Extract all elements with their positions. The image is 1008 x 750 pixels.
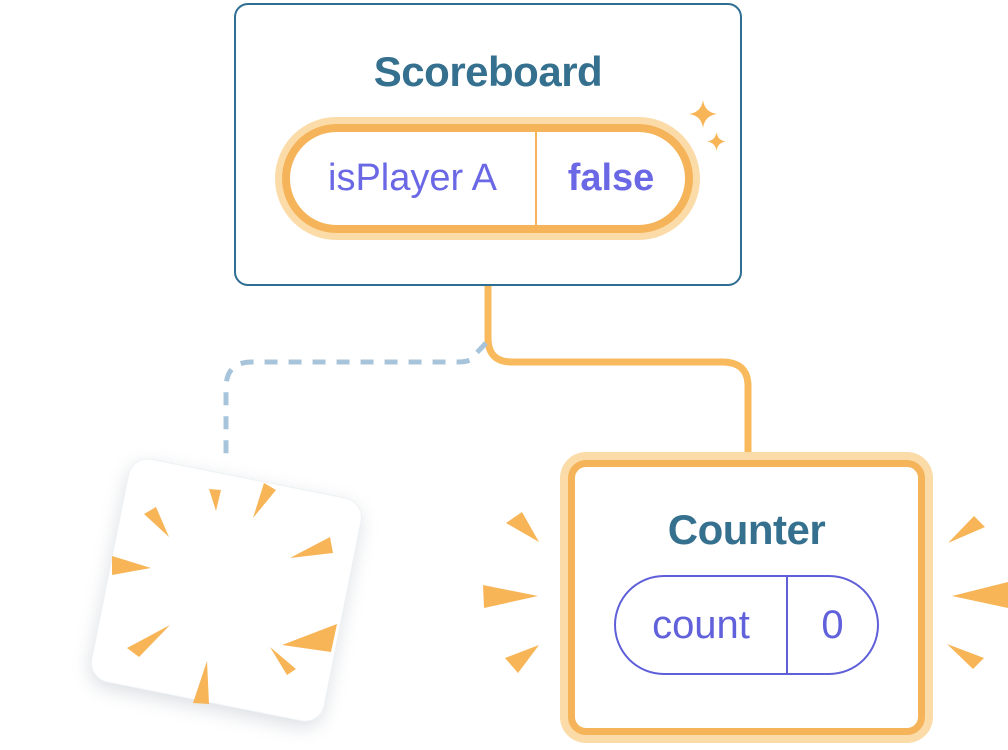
scoreboard-card: Scoreboard isPlayer A false: [234, 3, 742, 286]
counter-title: Counter: [667, 506, 826, 553]
scoreboard-title: Scoreboard: [373, 48, 603, 95]
counter-card-inner: Counter count 0: [568, 460, 925, 735]
scoreboard-state-value: false: [567, 157, 655, 199]
scoreboard-state-pill: isPlayer A false: [275, 117, 700, 240]
scoreboard-state-pill-inner: isPlayer A false: [282, 124, 693, 233]
counter-state-pill: count 0: [614, 575, 879, 676]
destroyed-component-card: [87, 455, 366, 726]
scoreboard-state-label: isPlayer A: [290, 132, 537, 225]
counter-state-label: count: [616, 577, 788, 674]
counter-state-value: 0: [821, 602, 844, 647]
connector-solid-line: [484, 282, 752, 462]
connector-dashed-line: [223, 341, 488, 460]
counter-card: Counter count 0: [560, 452, 933, 743]
